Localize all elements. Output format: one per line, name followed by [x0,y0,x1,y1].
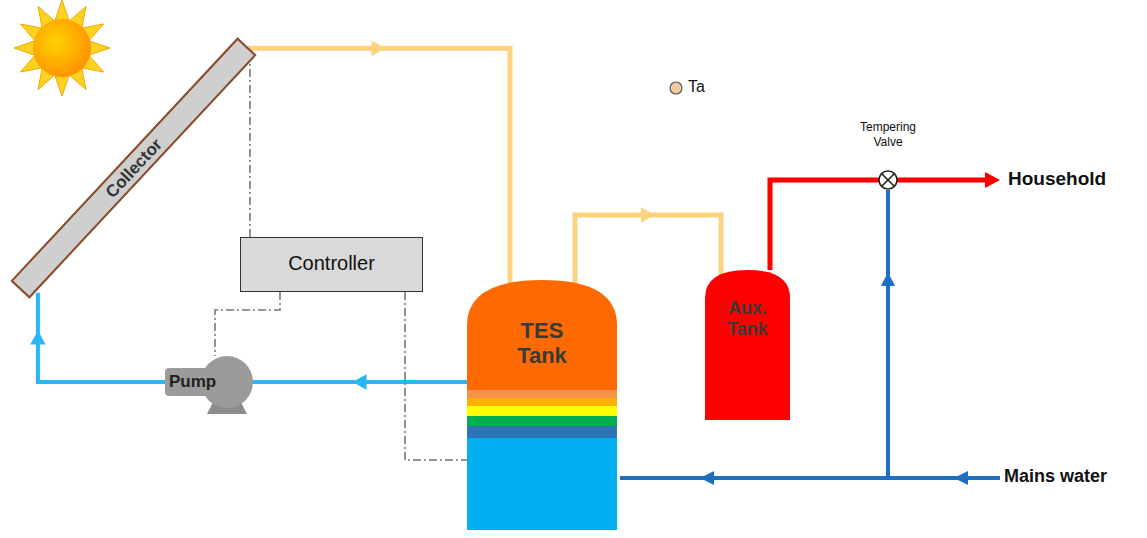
connector-line [215,292,280,356]
node-label: TES Tank [497,280,587,369]
controller-box: Controller [240,237,423,292]
aux-outline [705,270,790,420]
inlet-label: Mains water [1004,466,1107,487]
ambient-sensor [670,82,682,94]
stratum [467,416,617,426]
arrow-head [700,471,714,485]
valve-symbol [879,171,897,189]
arrow-head [985,172,1000,188]
connector-line [405,292,467,460]
connector-line [249,62,251,237]
valve-label: Tempering Valve [848,120,928,150]
stratum [467,438,617,530]
stratum [467,390,617,398]
arrow-head [353,374,367,389]
pipe-connector [405,292,467,460]
hot-pipe [897,178,988,183]
stratum [467,406,617,416]
connector-line [38,293,165,382]
pipe-connector [250,62,251,237]
stratum [467,280,617,390]
arrow-head [30,330,45,344]
stratum [467,426,617,438]
valve-symbol [882,174,894,186]
hot-pipe [770,180,879,270]
sun [33,19,91,77]
pipe-connector [215,292,280,356]
stratum [467,398,617,406]
outlet-label: Household [1008,168,1106,190]
tes-outline [467,280,617,530]
pipe-connector [30,293,165,382]
pump: Pump [165,350,260,414]
aux-tank: Aux. Tank [705,270,790,420]
arrow-head [881,272,895,286]
node-label: Controller [241,238,422,275]
pump-outlet [165,368,227,396]
node-label: Pump [169,372,216,392]
sun-rays [14,0,110,96]
tes-tank: TES Tank [467,280,617,530]
mains-pipe [620,476,1000,480]
arrow-head [372,41,386,56]
mains-pipe [886,190,890,478]
pipe-connector [252,374,467,389]
node-label: Aux. Tank [718,270,778,339]
pipe-connector [575,207,721,292]
aux-tank-body [705,270,790,420]
connector-line [575,215,721,292]
ambient-temp-label: Ta [688,78,705,96]
thermal-strata [467,280,617,530]
arrow-head [954,471,968,485]
arrow-head [641,207,655,222]
valve-symbol [882,174,894,186]
